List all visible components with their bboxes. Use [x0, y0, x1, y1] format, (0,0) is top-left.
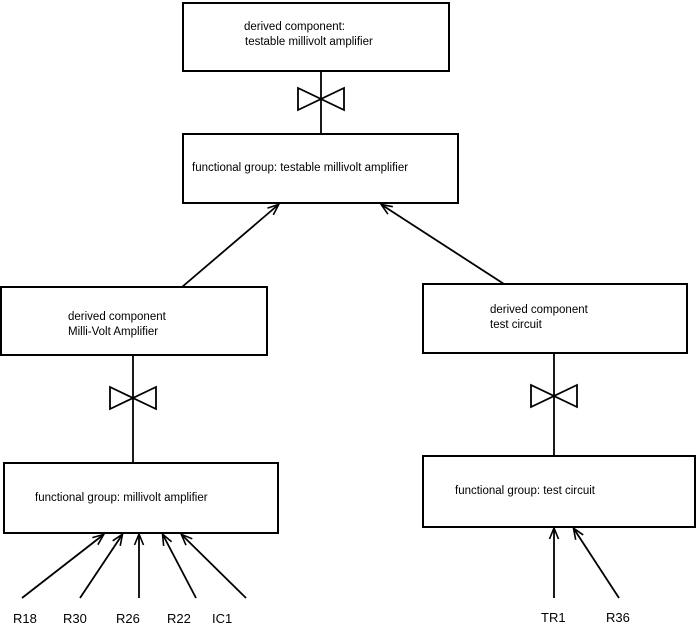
node-box-derived-testable-mv-amp[interactable]: [182, 2, 450, 72]
leaf-label-r26: R26: [116, 611, 140, 626]
node-box-derived-test-circuit[interactable]: [422, 283, 688, 354]
node-box-fg-test-circuit[interactable]: [422, 455, 696, 528]
bowtie-icon-left: [109, 385, 157, 411]
arrow-leaf-ic1: [182, 535, 247, 599]
arrow-leaf-r22: [163, 535, 197, 599]
leaf-label-r30: R30: [63, 611, 87, 626]
leaf-label-ic1: IC1: [212, 611, 233, 626]
arrow-derived-mv-amp-to-fg-testable: [181, 205, 278, 288]
bowtie-icon-right: [530, 383, 578, 409]
arrow-leaf-r36: [574, 529, 620, 599]
node-box-fg-mv-amp[interactable]: [3, 462, 279, 534]
leaf-label-tr1: TR1: [541, 610, 566, 625]
bowtie-icon-top: [297, 86, 345, 112]
node-box-fg-testable-mv-amp[interactable]: [182, 133, 459, 204]
arrow-leaf-r18: [21, 535, 103, 599]
leaf-label-r22: R22: [167, 611, 191, 626]
leaf-label-r18: R18: [13, 611, 37, 626]
arrow-derived-test-circuit-to-fg-testable: [382, 205, 505, 285]
arrow-leaf-r30: [79, 535, 122, 599]
leaf-label-r36: R36: [606, 610, 630, 625]
node-box-derived-mv-amp[interactable]: [0, 286, 268, 356]
